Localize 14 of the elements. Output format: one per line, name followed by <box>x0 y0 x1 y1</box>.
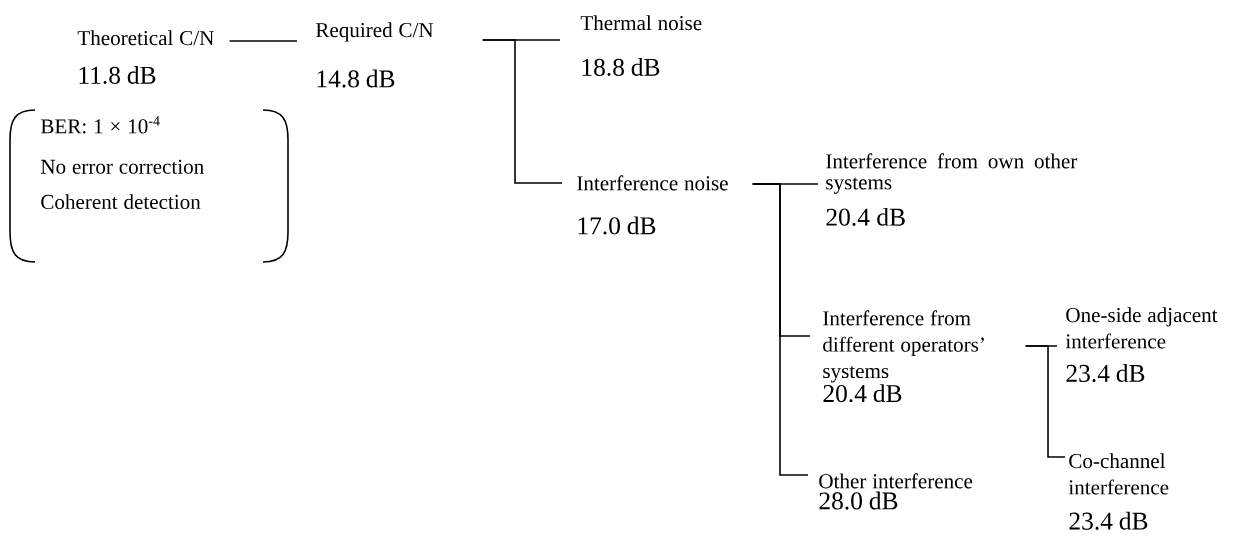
tree-label: Thermal noise 18.8 dB <box>580 15 702 76</box>
tree-label: Interference from own other systems 20.4 dB <box>826 153 1078 226</box>
connector-line <box>1024 345 1066 458</box>
tree-label: Co-channel interference 23.4 dB <box>1068 453 1169 530</box>
connector-line <box>751 183 809 476</box>
connector-line <box>481 39 563 184</box>
bracketed-note: BER: 1 × 10$^{-4}$ No error correction Coherent detection <box>9 109 289 263</box>
tree-label: Required C/N 14.8 dB <box>315 22 434 88</box>
tree-label: One-side adjacent interference 23.4 dB <box>1065 307 1218 383</box>
tree-label: Other interference 28.0 dB <box>819 473 973 510</box>
tree-label: Interference noise 17.0 dB <box>577 175 728 235</box>
tree-label: Interference from different operators’ systems 20.4 dB <box>823 310 984 403</box>
connector-line <box>228 40 298 42</box>
tree-label: Theoretical C/N 11.8 dB <box>77 30 214 84</box>
